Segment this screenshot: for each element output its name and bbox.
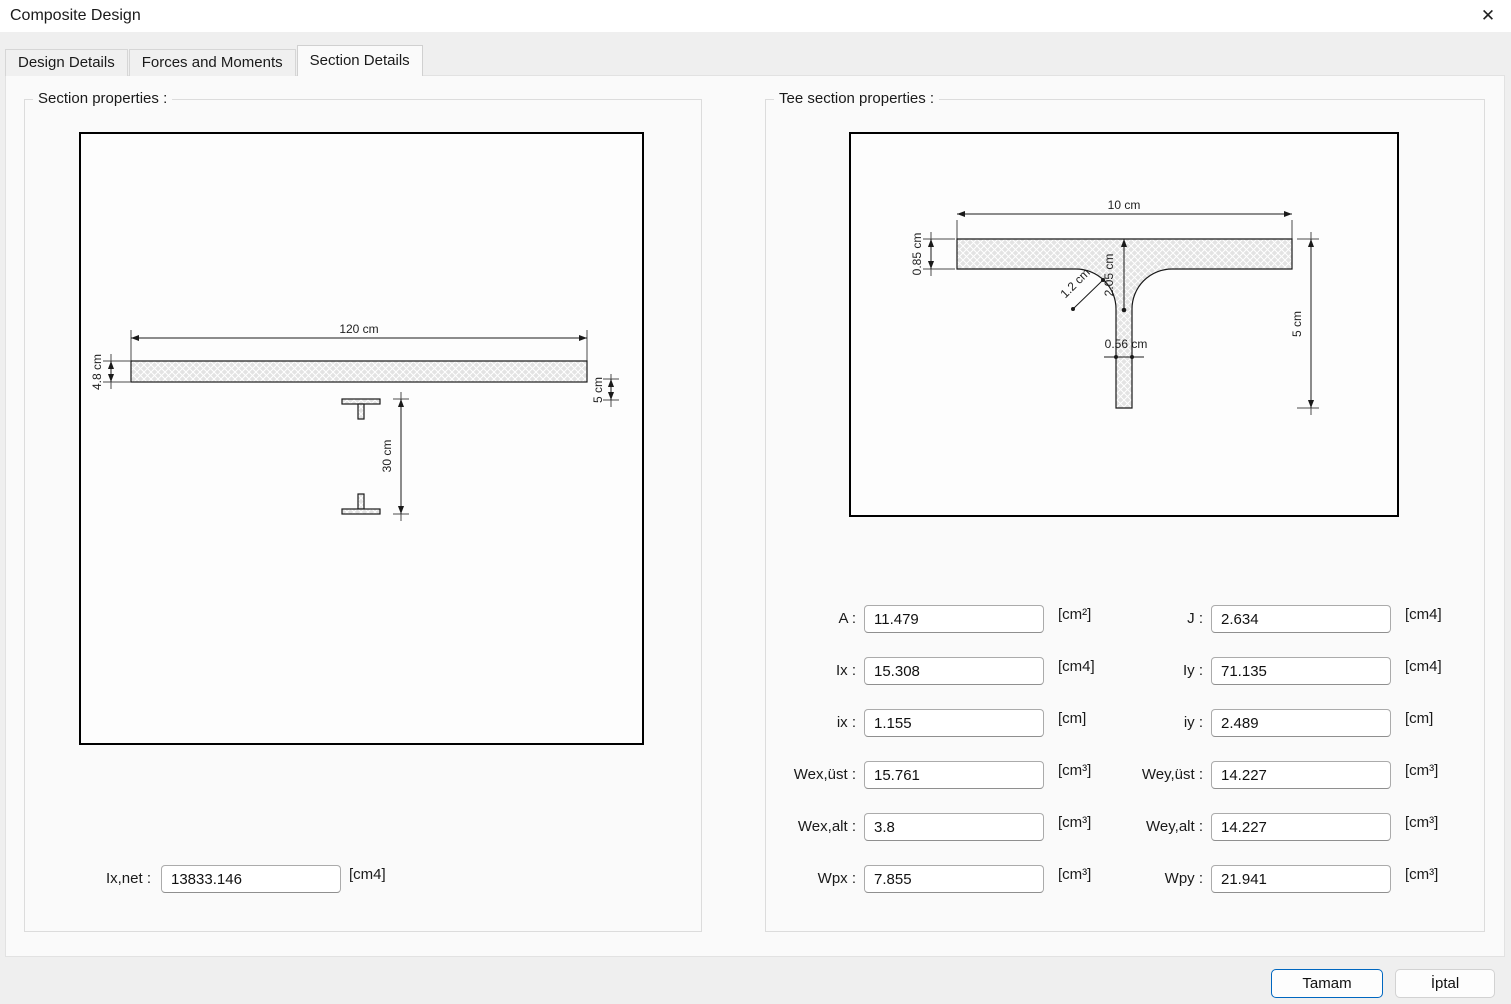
ix-inertia-unit: [cm4] [1058,658,1095,675]
wex-ust-unit: [cm³] [1058,762,1092,779]
wey-ust-label: Wey,üst : [1141,766,1203,783]
wex-alt-unit: [cm³] [1058,814,1092,831]
tab-section-details[interactable]: Section Details [296,45,423,76]
section-properties-title: Section properties : [33,90,173,107]
wex-ust-label: Wex,üst : [793,766,856,783]
wex-ust-input[interactable] [864,761,1044,789]
field-row: Ix : [cm4] Iy : [cm4] [766,657,1484,685]
ix-gyration-unit: [cm] [1058,710,1087,727]
iy-gyration-unit: [cm] [1405,710,1434,727]
tee-section-properties-title: Tee section properties : [774,90,940,107]
cancel-button[interactable]: İptal [1395,969,1495,998]
iy-inertia-unit: [cm4] [1405,658,1442,675]
wey-ust-unit: [cm³] [1405,762,1439,779]
dim-beam-depth: 30 cm [380,440,394,473]
iy-inertia-label: Iy : [1182,662,1203,679]
wpy-input[interactable] [1211,865,1391,893]
ixnet-unit: [cm4] [349,866,386,883]
wpy-label: Wpy : [1164,870,1203,887]
ixnet-label: Ix,net : [105,870,151,887]
j-label: J : [1187,610,1203,627]
beam-bottom-web [357,493,365,510]
beam-top-web [357,403,365,420]
wey-alt-label: Wey,alt : [1146,818,1203,835]
dim-total-depth: 5 cm [1290,311,1304,337]
tab-strip: Design Details Forces and Moments Sectio… [5,45,424,76]
iy-gyration-label: iy : [1183,714,1203,731]
wex-alt-input[interactable] [864,813,1044,841]
beam-bottom-flange [341,508,381,515]
wey-alt-input[interactable] [1211,813,1391,841]
tee-section-properties-group: Tee section properties : 10 cm [765,90,1485,932]
area-input[interactable] [864,605,1044,633]
tab-design-details[interactable]: Design Details [5,49,128,76]
titlebar: Composite Design ✕ [0,0,1511,32]
tee-section-svg: 10 cm 0.85 cm 2.05 cm 1.2 cm [910,198,1319,415]
iy-gyration-input[interactable] [1211,709,1391,737]
dim-flange-width: 10 cm [1108,198,1141,212]
section-properties-group: Section properties : 120 cm [24,90,702,932]
dim-flange-thickness: 0.85 cm [910,233,924,276]
ix-gyration-input[interactable] [864,709,1044,737]
tab-forces-and-moments[interactable]: Forces and Moments [128,49,296,76]
ix-gyration-label: ix : [836,714,856,731]
composite-section-svg: 120 cm 4.8 cm 5 cm [90,322,619,521]
tee-section-drawing: 10 cm 0.85 cm 2.05 cm 1.2 cm [849,132,1399,517]
field-row: A : [cm²] J : [cm4] [766,605,1484,633]
composite-section-drawing: 120 cm 4.8 cm 5 cm [79,132,644,745]
a-label: A : [838,610,856,627]
beam-top-flange [341,398,381,405]
ok-button[interactable]: Tamam [1271,969,1383,998]
field-row: Wpx : [cm³] Wpy : [cm³] [766,865,1484,893]
field-row: Wex,üst : [cm³] Wey,üst : [cm³] [766,761,1484,789]
torsion-j-input[interactable] [1211,605,1391,633]
close-icon[interactable]: ✕ [1480,6,1496,25]
field-row: Wex,alt : [cm³] Wey,alt : [cm³] [766,813,1484,841]
wex-alt-label: Wex,alt : [797,818,856,835]
wpx-label: Wpx : [817,870,856,887]
iy-inertia-input[interactable] [1211,657,1391,685]
dim-haunch-depth: 5 cm [591,377,605,403]
dim-web-thickness: 0.56 cm [1105,337,1148,351]
j-unit: [cm4] [1405,606,1442,623]
a-unit: [cm²] [1058,606,1092,623]
ix-inertia-label: Ix : [835,662,856,679]
wey-ust-input[interactable] [1211,761,1391,789]
dim-slab-thickness: 4.8 cm [90,354,104,390]
dim-slab-width: 120 cm [339,322,378,336]
window-title: Composite Design [10,7,141,24]
ix-inertia-input[interactable] [864,657,1044,685]
wpx-unit: [cm³] [1058,866,1092,883]
wpy-unit: [cm³] [1405,866,1439,883]
dim-fillet-depth: 2.05 cm [1102,254,1116,297]
concrete-slab [130,360,588,383]
wey-alt-unit: [cm³] [1405,814,1439,831]
ixnet-row: Ix,net : [cm4] [25,865,701,893]
wpx-input[interactable] [864,865,1044,893]
tee-shape [956,238,1293,409]
field-row: ix : [cm] iy : [cm] [766,709,1484,737]
ix-net-input[interactable] [161,865,341,893]
